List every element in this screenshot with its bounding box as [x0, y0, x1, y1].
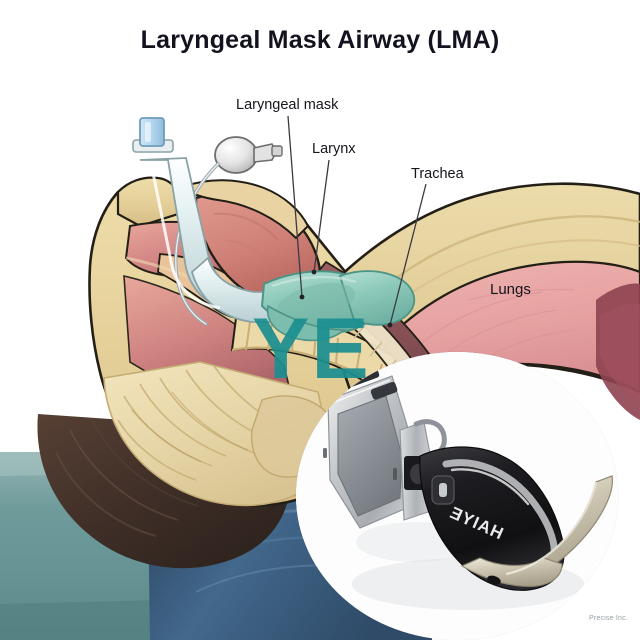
device-monitor — [323, 366, 417, 529]
label-lungs: Lungs — [490, 281, 531, 298]
laryngoscope-blade — [460, 475, 613, 587]
lma-airway-tube — [132, 117, 279, 323]
lma-pilot-balloon — [174, 136, 283, 326]
label-larynx: Larynx — [312, 141, 356, 157]
leader-laryngeal-mask — [287, 115, 303, 298]
label-laryngeal-mask: Laryngeal mask — [236, 97, 339, 113]
label-leader-lines — [287, 115, 427, 326]
lma-mask-cuff — [260, 270, 416, 342]
leader-trachea — [389, 183, 427, 326]
label-trachea: Trachea — [411, 166, 464, 182]
copyright-fineprint: Precise Inc. — [589, 615, 628, 622]
video-laryngoscope-photo: HAIYE — [296, 352, 618, 640]
device-inset-circle: HAIYE — [296, 352, 618, 640]
page-title: Laryngeal Mask Airway (LMA) — [140, 26, 500, 54]
leader-larynx — [313, 159, 330, 273]
device-handle: HAIYE — [419, 446, 565, 591]
